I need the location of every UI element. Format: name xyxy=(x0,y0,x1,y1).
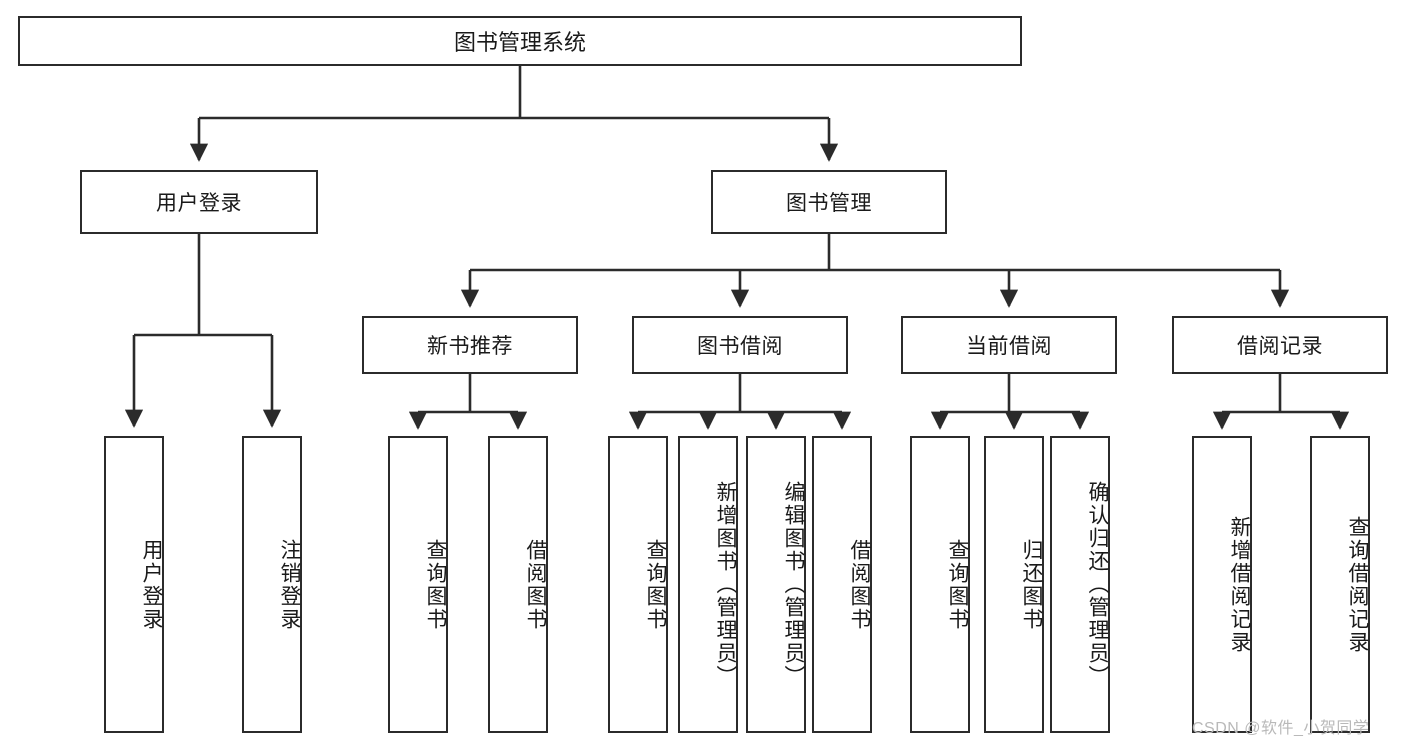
leaf-add-book-admin[interactable]: 新增图书（管理员） xyxy=(678,436,738,733)
leaf-label: 编辑图书（管理员） xyxy=(782,481,805,688)
leaf-edit-book-admin[interactable]: 编辑图书（管理员） xyxy=(746,436,806,733)
leaf-label: 用户登录 xyxy=(140,538,163,631)
leaf-label: 查询图书 xyxy=(946,538,969,631)
leaf-label: 确认归还（管理员） xyxy=(1086,481,1109,688)
leaf-label: 查询图书 xyxy=(644,538,667,631)
leaf-query-book-current[interactable]: 查询图书 xyxy=(910,436,970,733)
leaf-label: 借阅图书 xyxy=(848,538,871,631)
leaf-label: 新增借阅记录 xyxy=(1228,515,1251,654)
node-book-manage[interactable]: 图书管理 xyxy=(711,170,947,234)
leaf-borrow-book-recommend[interactable]: 借阅图书 xyxy=(488,436,548,733)
node-new-book-recommendation[interactable]: 新书推荐 xyxy=(362,316,578,374)
leaf-label: 借阅图书 xyxy=(524,538,547,631)
leaf-label: 查询图书 xyxy=(424,538,447,631)
leaf-logout-login[interactable]: 注销登录 xyxy=(242,436,302,733)
leaf-return-book[interactable]: 归还图书 xyxy=(984,436,1044,733)
leaf-label: 查询借阅记录 xyxy=(1346,515,1369,654)
node-root[interactable]: 图书管理系统 xyxy=(18,16,1022,66)
node-book-borrow[interactable]: 图书借阅 xyxy=(632,316,848,374)
leaf-confirm-return-admin[interactable]: 确认归还（管理员） xyxy=(1050,436,1110,733)
node-current-borrow[interactable]: 当前借阅 xyxy=(901,316,1117,374)
leaf-borrow-book[interactable]: 借阅图书 xyxy=(812,436,872,733)
leaf-label: 注销登录 xyxy=(278,538,301,631)
leaf-query-borrow-record[interactable]: 查询借阅记录 xyxy=(1310,436,1370,733)
leaf-label: 归还图书 xyxy=(1020,538,1043,631)
node-user-login[interactable]: 用户登录 xyxy=(80,170,318,234)
node-borrow-record[interactable]: 借阅记录 xyxy=(1172,316,1388,374)
leaf-label: 新增图书（管理员） xyxy=(714,481,737,688)
leaf-add-borrow-record[interactable]: 新增借阅记录 xyxy=(1192,436,1252,733)
watermark: CSDN @软件_小贺同学 xyxy=(1192,720,1370,737)
leaf-query-book-borrow[interactable]: 查询图书 xyxy=(608,436,668,733)
leaf-user-login[interactable]: 用户登录 xyxy=(104,436,164,733)
leaf-query-book-recommend[interactable]: 查询图书 xyxy=(388,436,448,733)
